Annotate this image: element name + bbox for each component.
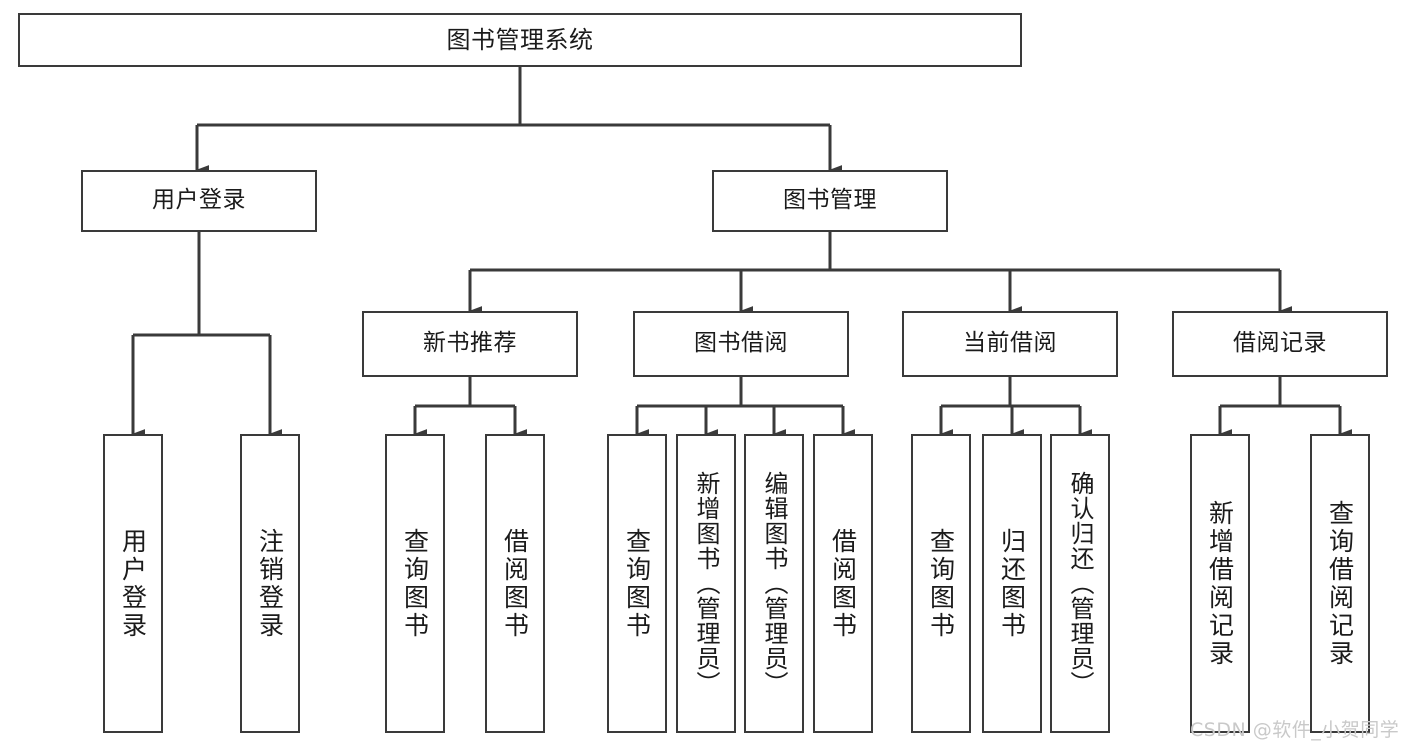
node-label: 新增借阅记录 [1205,499,1235,668]
node-label: 用户登录 [118,527,148,640]
node-leaf-add-borrow-record[interactable]: 新增借阅记录 [1190,434,1250,733]
node-label: 图书管理系统 [446,25,594,54]
node-leaf-query-borrow-record[interactable]: 查询借阅记录 [1310,434,1370,733]
node-label: 编辑图书（管理员） [760,471,788,696]
csdn-watermark: CSDN @软件_小贺同学 [1190,719,1400,741]
node-label: 当前借阅 [963,330,1057,357]
node-new-book-recommend[interactable]: 新书推荐 [362,311,578,377]
node-label: 图书管理 [783,187,877,214]
node-current-borrow[interactable]: 当前借阅 [902,311,1118,377]
node-label: 新书推荐 [423,330,517,357]
node-label: 新增图书（管理员） [692,471,720,696]
node-book-borrow[interactable]: 图书借阅 [633,311,849,377]
node-leaf-add-book-admin[interactable]: 新增图书（管理员） [676,434,736,733]
node-label: 用户登录 [152,187,246,214]
node-label: 查询图书 [622,527,652,640]
node-label: 查询图书 [400,527,430,640]
node-leaf-logout[interactable]: 注销登录 [240,434,300,733]
node-leaf-query-book-rec[interactable]: 查询图书 [385,434,445,733]
node-label: 图书借阅 [694,330,788,357]
node-label: 确认归还（管理员） [1066,471,1094,696]
node-label: 借阅记录 [1233,330,1327,357]
node-user-login[interactable]: 用户登录 [81,170,317,232]
node-root-system[interactable]: 图书管理系统 [18,13,1022,67]
node-label: 借阅图书 [828,527,858,640]
node-label: 借阅图书 [500,527,530,640]
node-label: 注销登录 [255,527,285,640]
node-leaf-borrow-book-rec[interactable]: 借阅图书 [485,434,545,733]
node-leaf-return-book[interactable]: 归还图书 [982,434,1042,733]
node-leaf-query-book-borrow[interactable]: 查询图书 [607,434,667,733]
node-leaf-borrow-book[interactable]: 借阅图书 [813,434,873,733]
node-label: 查询图书 [926,527,956,640]
node-leaf-user-login[interactable]: 用户登录 [103,434,163,733]
node-book-management[interactable]: 图书管理 [712,170,948,232]
node-leaf-query-book-current[interactable]: 查询图书 [911,434,971,733]
node-borrow-record[interactable]: 借阅记录 [1172,311,1388,377]
node-label: 归还图书 [997,527,1027,640]
edge-layer [131,67,1352,439]
node-leaf-confirm-return-admin[interactable]: 确认归还（管理员） [1050,434,1110,733]
node-leaf-edit-book-admin[interactable]: 编辑图书（管理员） [744,434,804,733]
node-label: 查询借阅记录 [1325,499,1355,668]
